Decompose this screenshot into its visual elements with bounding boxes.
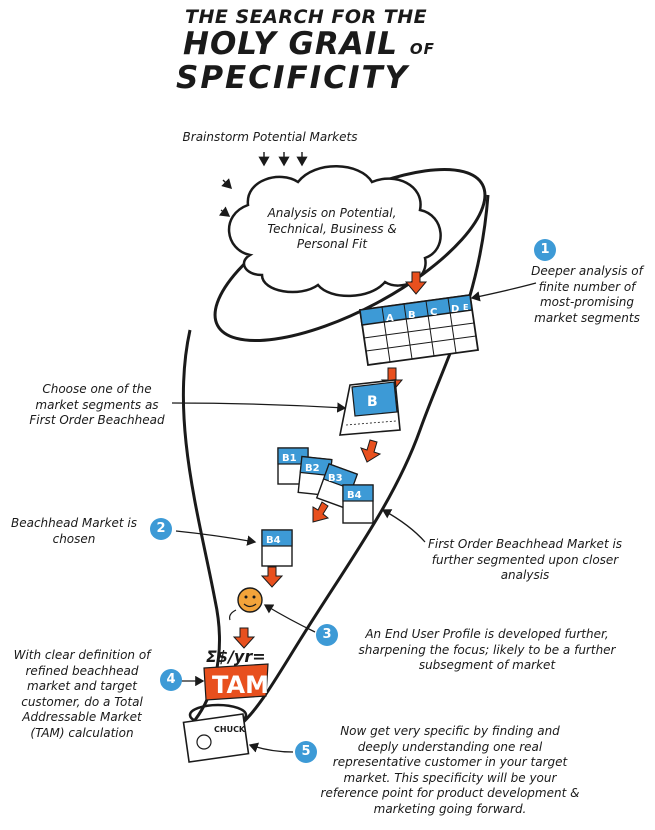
card-b4-final: B4	[266, 535, 281, 546]
doc-b: B	[340, 380, 400, 435]
card-b1: B1	[282, 453, 297, 464]
grid-col-a: A	[386, 313, 394, 324]
tam-formula: Σ$/yr=	[206, 647, 266, 666]
card-b4: B4	[347, 490, 362, 501]
persona-card-name: CHUCK	[214, 725, 246, 734]
step-5-text: Now get very specific by finding and dee…	[320, 724, 580, 817]
persona-face-icon	[230, 588, 262, 620]
step-4-text: With clear definition of refined beachhe…	[8, 648, 156, 741]
tam-label: TAM	[212, 671, 269, 699]
further-segmented-note: First Order Beachhead Market is further …	[420, 537, 630, 584]
grid-col-d: D	[451, 304, 459, 315]
step-3-text: An End User Profile is developed further…	[342, 627, 632, 674]
step-5-badge: 5	[295, 741, 317, 763]
doc-b-label: B	[367, 394, 378, 410]
card-b3: B3	[328, 473, 343, 484]
b4-final-card: B4	[262, 530, 292, 566]
cloud-text: Analysis on Potential, Technical, Busine…	[262, 206, 402, 253]
choose-beachhead-note: Choose one of the market segments as Fir…	[22, 382, 172, 429]
persona-card: CHUCK	[184, 714, 249, 762]
tam-block: Σ$/yr= TAM	[204, 647, 269, 700]
b-cards: B1 B2 B3 B4	[278, 448, 373, 523]
grid-col-b: B	[408, 310, 416, 321]
step-1-text: Deeper analysis of finite number of most…	[522, 264, 652, 326]
step-4-badge: 4	[160, 669, 182, 691]
card-b2: B2	[305, 463, 320, 474]
step-2-badge: 2	[150, 518, 172, 540]
brainstorm-label: Brainstorm Potential Markets	[170, 130, 370, 146]
step-3-badge: 3	[316, 624, 338, 646]
segment-grid: A B C D E	[360, 295, 478, 365]
grid-col-e: E	[463, 303, 468, 312]
grid-col-c: C	[430, 307, 437, 318]
step-2-text: Beachhead Market is chosen	[10, 516, 138, 547]
step-1-badge: 1	[534, 239, 556, 261]
